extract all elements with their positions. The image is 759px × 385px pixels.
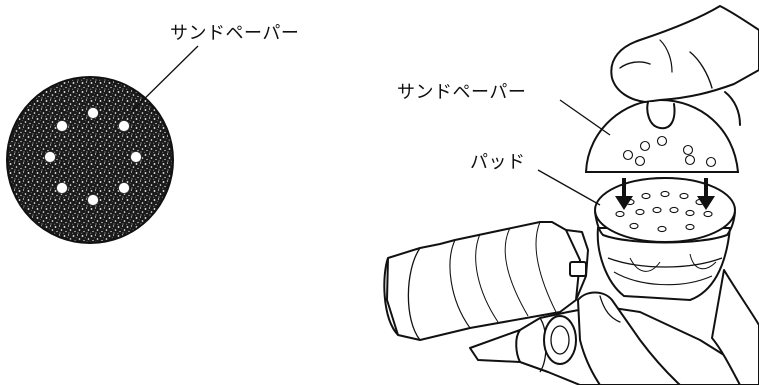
disc-hole	[87, 194, 99, 206]
pad-hole	[685, 209, 695, 217]
disc-hole	[44, 151, 56, 163]
pad-hole	[685, 223, 695, 231]
disc-hole	[118, 120, 130, 132]
sandpaper-label-right: サンドペーパー	[397, 82, 527, 103]
dust-bag	[383, 221, 589, 341]
disc-hole	[56, 182, 68, 194]
leader-line-pad	[537, 169, 601, 206]
pad-hole	[635, 208, 645, 216]
leader-line-left	[130, 45, 199, 113]
sanding-pad	[594, 177, 736, 244]
half-hole	[656, 135, 668, 147]
hand-bottom	[577, 269, 759, 385]
arrow-down-right	[697, 178, 715, 210]
disc-hole	[87, 107, 99, 119]
arrow-down-left	[615, 178, 633, 210]
pad-hole	[641, 192, 651, 200]
pad-holes	[615, 190, 713, 233]
pad-hole	[660, 190, 670, 198]
half-hole	[622, 149, 634, 161]
half-hole	[639, 140, 651, 152]
pad-hole	[657, 225, 667, 233]
disc-hole	[56, 120, 68, 132]
sandpaper-disc	[6, 76, 174, 244]
disc-holes	[44, 107, 142, 206]
pad-hole	[615, 210, 625, 218]
leader-line-right	[559, 99, 611, 136]
half-hole	[705, 156, 717, 168]
half-sandpaper-holes	[622, 135, 717, 168]
disc-hole	[118, 182, 130, 194]
pad-hole	[703, 210, 713, 218]
motor-housing	[596, 227, 732, 302]
pad-hole	[679, 192, 689, 200]
half-hole	[634, 155, 646, 167]
half-hole	[684, 154, 696, 166]
half-hole	[682, 144, 694, 156]
arrows	[615, 178, 715, 210]
pad-hole	[652, 206, 662, 214]
pad-hole	[629, 222, 639, 230]
sandpaper-label-left: サンドペーパー	[170, 23, 300, 44]
pad-label: パッド	[470, 152, 526, 173]
pad-hole	[669, 206, 679, 214]
disc-hole	[130, 151, 142, 163]
